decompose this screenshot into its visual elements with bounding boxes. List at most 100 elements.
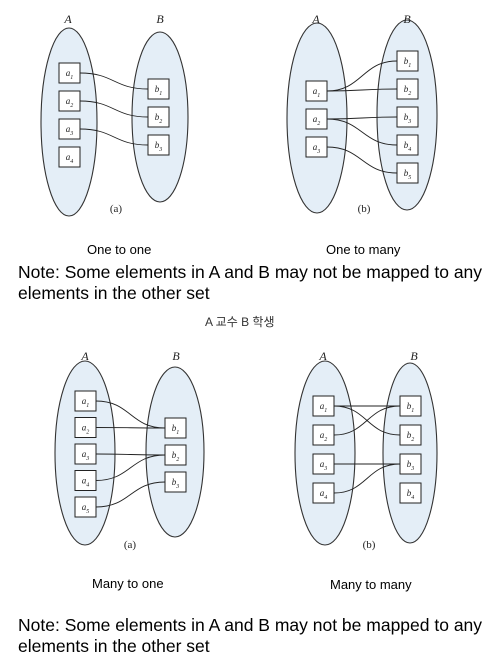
element-box (399, 453, 422, 475)
element-box (399, 424, 422, 446)
note-top: Note: Some elements in A and B may not b… (18, 262, 483, 303)
element-box (399, 395, 422, 417)
element-label: b1 (404, 56, 412, 69)
mapping-line (79, 128, 149, 146)
set-a-label: A (63, 12, 72, 26)
element-box (74, 417, 97, 438)
element-label: a1 (66, 68, 74, 81)
mapping-line (326, 146, 398, 174)
set-a-ellipse (294, 360, 356, 546)
mapping-line (333, 405, 401, 436)
element-box (147, 134, 170, 156)
element-label: b2 (407, 430, 415, 443)
element-label: b5 (404, 168, 412, 181)
mapping-line (326, 88, 398, 92)
element-box (147, 106, 170, 128)
element-box (58, 90, 81, 112)
element-label: b4 (407, 488, 415, 501)
element-box (396, 106, 419, 128)
element-label: b3 (172, 477, 180, 490)
element-label: b4 (404, 140, 412, 153)
element-label: b2 (404, 84, 412, 97)
element-box (399, 482, 422, 504)
mapping-line (333, 463, 401, 494)
element-box (58, 146, 81, 168)
element-label: b1 (155, 84, 163, 97)
panel-one-to-one: A Ba1 a2 a3 a4 b1 b2 b3 (a) (40, 12, 189, 217)
element-box (396, 50, 419, 72)
caption-many-to-many: Many to many (330, 577, 412, 592)
element-box (147, 78, 170, 100)
subfigure-label: (b) (363, 539, 376, 551)
element-box (164, 444, 187, 466)
set-a-label: A (318, 349, 327, 363)
element-box (58, 62, 81, 84)
element-label: a1 (82, 396, 90, 409)
caption-many-to-one: Many to one (92, 576, 164, 591)
element-label: b3 (155, 140, 163, 153)
element-label: a3 (82, 449, 90, 462)
element-box (74, 470, 97, 491)
element-label: b1 (407, 401, 415, 414)
mapping-line (95, 400, 166, 429)
element-label: a3 (320, 459, 328, 472)
set-a-label: A (311, 12, 320, 26)
subfigure-label: (b) (358, 203, 371, 215)
element-box (164, 417, 187, 439)
panel-many-to-one: A Ba1 a2 a3 a4 a5 b1 b2 b3 (a) (54, 349, 205, 551)
element-box (305, 80, 328, 102)
mapping-line (326, 118, 398, 146)
element-label: a5 (82, 502, 90, 515)
mapping-line (95, 427, 166, 429)
mapping-line (79, 72, 149, 90)
element-box (396, 78, 419, 100)
subfigure-label: (a) (124, 539, 137, 551)
element-box (74, 496, 97, 518)
subfigure-label: (a) (110, 203, 123, 215)
element-label: a2 (66, 96, 74, 109)
mapping-line (95, 481, 166, 508)
element-box (164, 471, 187, 493)
element-label: b1 (172, 423, 180, 436)
element-box (305, 136, 328, 158)
element-label: a3 (66, 124, 74, 137)
element-label: a2 (320, 430, 328, 443)
set-b-label: B (172, 349, 180, 363)
element-label: a1 (313, 86, 321, 99)
element-label: a4 (66, 152, 74, 165)
mapping-line (326, 116, 398, 120)
caption-one-to-one: One to one (87, 242, 152, 257)
element-box (74, 390, 97, 412)
element-label: b2 (172, 450, 180, 463)
caption-one-to-many: One to many (326, 242, 401, 257)
element-label: a3 (313, 142, 321, 155)
set-b-label: B (410, 349, 418, 363)
element-label: a1 (320, 401, 328, 414)
note-bottom: Note: Some elements in A and B may not b… (18, 615, 483, 656)
element-label: b3 (404, 112, 412, 125)
element-label: a4 (320, 488, 328, 501)
set-b-label: B (403, 12, 411, 26)
element-label: a2 (82, 423, 90, 436)
element-label: a4 (82, 476, 90, 489)
set-b-ellipse (382, 362, 438, 544)
element-box (74, 443, 97, 465)
mapping-line (95, 454, 166, 481)
element-box (305, 108, 328, 130)
set-a-label: A (80, 349, 89, 363)
mapping-line (326, 60, 398, 92)
element-box (312, 395, 335, 417)
mapping-line (79, 100, 149, 118)
element-label: b2 (155, 112, 163, 125)
element-box (58, 118, 81, 140)
set-b-label: B (156, 12, 164, 26)
element-box (312, 424, 335, 446)
element-box (312, 453, 335, 475)
element-box (396, 162, 419, 184)
mapping-line (95, 453, 166, 456)
middle-label: A 교수 B 학생 (205, 315, 275, 329)
element-box (312, 482, 335, 504)
